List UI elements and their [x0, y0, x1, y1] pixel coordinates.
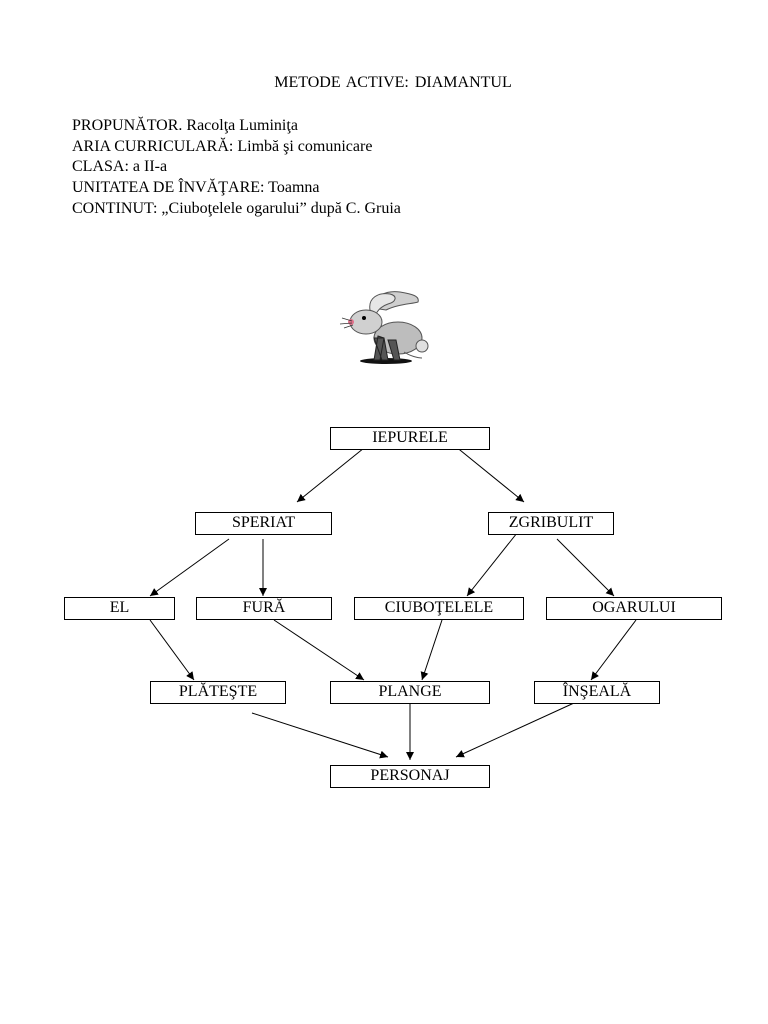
- rabbit-ear-front: [369, 293, 396, 315]
- node-plange: PLANGE: [330, 681, 490, 704]
- node-ogarului: OGARULUI: [546, 597, 722, 620]
- node-zgribulit: ZGRIBULIT: [488, 512, 614, 535]
- arrow-ciubotelele-plange: [420, 619, 443, 681]
- rabbit-eye: [362, 316, 366, 320]
- node-speriat: SPERIAT: [195, 512, 332, 535]
- arrow-fura-plange: [273, 619, 365, 681]
- node-personaj: PERSONAJ: [330, 765, 490, 788]
- info-line-clasa: CLASA: a II-a: [72, 158, 168, 176]
- node-plateste: PLĂTEŞTE: [150, 681, 286, 704]
- arrow-iepurele-speriat: [296, 447, 365, 503]
- rabbit-boots: [373, 335, 401, 361]
- arrow-zgribulit-ogarului: [556, 538, 615, 597]
- node-inseala: ÎNŞEALĂ: [534, 681, 660, 704]
- arrow-plateste-personaj: [251, 712, 389, 759]
- node-iepurele: IEPURELE: [330, 427, 490, 450]
- arrow-iepurele-zgribulit: [454, 445, 525, 503]
- node-el: EL: [64, 597, 175, 620]
- info-line-aria: ARIA CURRICULARĂ: Limbă şi comunicare: [72, 137, 373, 155]
- arrow-ogarului-inseala: [590, 619, 637, 681]
- rabbit-paw: [403, 351, 423, 359]
- document-title: METODE ACTIVE: DIAMANTUL: [274, 74, 512, 91]
- rabbit-clipart: [339, 291, 429, 364]
- rabbit-tail: [415, 339, 429, 353]
- info-line-continut: CONTINUT: „Ciuboţelele ogarului” după C.…: [72, 199, 401, 217]
- arrow-zgribulit-ciubotelele: [466, 527, 522, 597]
- rabbit-whiskers: [339, 317, 354, 329]
- arrow-speriat-el: [149, 538, 230, 597]
- info-line-propunator: PROPUNĂTOR. Racolţa Luminiţa: [72, 117, 298, 134]
- arrow-el-plateste: [149, 619, 195, 681]
- info-block: PROPUNĂTOR. Racolţa Luminiţa ARIA CURRIC…: [72, 116, 401, 220]
- info-line-unitatea: UNITATEA DE ÎNVĂŢARE: Toamna: [72, 179, 320, 197]
- node-fura: FURĂ: [196, 597, 332, 620]
- node-ciubotelele: CIUBOŢELELE: [354, 597, 524, 620]
- arrow-inseala-personaj: [455, 702, 575, 758]
